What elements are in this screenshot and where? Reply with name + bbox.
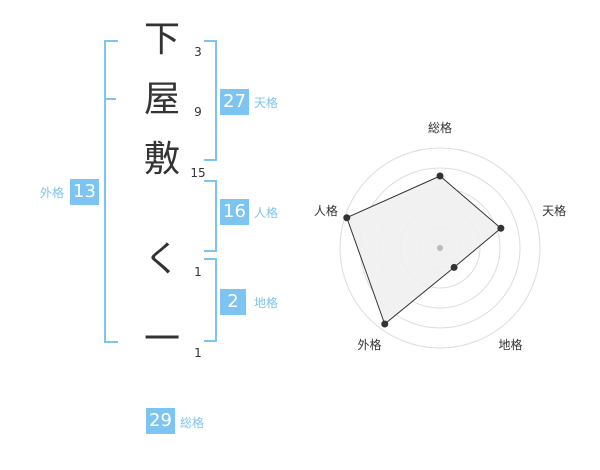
- radar-point-4: [381, 320, 389, 328]
- radar-axis-label-1: 総格: [428, 120, 452, 135]
- name-char-1: 下: [143, 19, 180, 60]
- chikaku-value: 2: [220, 289, 246, 315]
- gaikaku-value: 13: [70, 179, 99, 205]
- stroke-count-5: 1: [194, 346, 202, 360]
- name-char-3: 敷: [143, 139, 180, 180]
- radar-point-3: [450, 263, 458, 271]
- radar-axis-label-5: 人格: [314, 203, 338, 218]
- jinkaku-bracket: [204, 180, 217, 252]
- radar-point-2: [497, 224, 505, 232]
- radar-axis-label-3: 地格: [499, 337, 523, 352]
- chikaku-label: 地格: [254, 296, 279, 310]
- radar-ring-5: [339, 147, 541, 349]
- radar-center: [437, 245, 443, 251]
- chikaku-bracket: [204, 258, 217, 342]
- radar-axis-label-4: 外格: [357, 337, 381, 352]
- stroke-count-2: 9: [194, 105, 202, 119]
- jinkaku-label: 人格: [254, 206, 279, 220]
- tenkaku-label: 天格: [254, 96, 279, 110]
- name-char-2: 屋: [143, 79, 180, 120]
- gaikaku-bracket-mid: [104, 98, 116, 100]
- name-char-5: 一: [143, 319, 180, 360]
- soukaku-value: 29: [146, 408, 175, 434]
- radar-point-5: [343, 214, 351, 222]
- soukaku-label: 総格: [180, 416, 205, 430]
- name-char-4: く: [143, 239, 180, 280]
- tenkaku-bracket: [204, 40, 217, 161]
- radar-point-1: [436, 172, 444, 180]
- gaikaku-label: 外格: [40, 186, 65, 200]
- tenkaku-value: 27: [220, 89, 249, 115]
- gaikaku-bracket: [104, 40, 118, 343]
- stroke-count-4: 1: [194, 265, 202, 279]
- radar-area: [346, 175, 502, 325]
- radar-axis-label-2: 天格: [542, 203, 566, 218]
- jinkaku-value: 16: [220, 199, 249, 225]
- stroke-count-3: 15: [190, 166, 206, 180]
- stroke-count-1: 3: [194, 45, 202, 59]
